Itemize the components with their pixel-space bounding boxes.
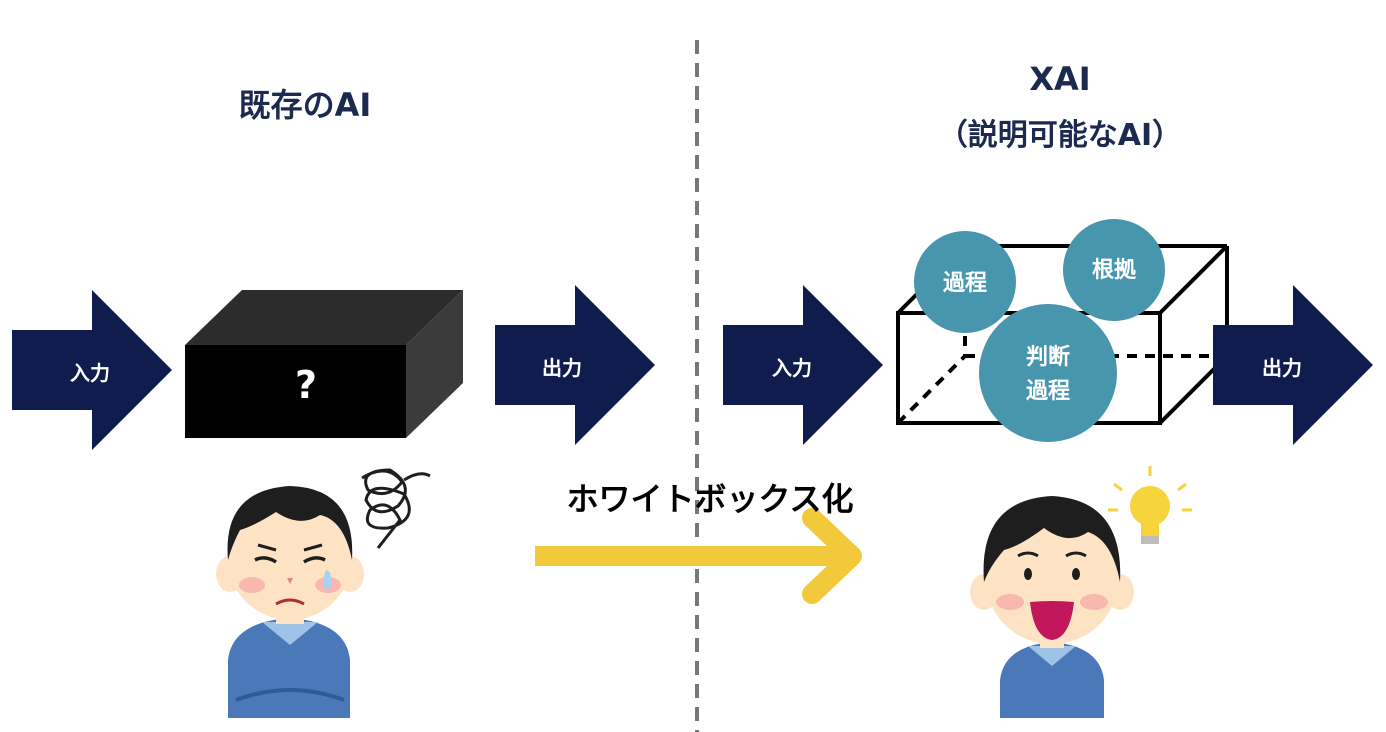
right-output-arrow	[1213, 285, 1373, 445]
bubble-basis-label: 根拠	[1091, 258, 1136, 283]
transition-arrow	[535, 508, 862, 604]
bubble-judgment	[979, 304, 1117, 442]
right-input-arrow	[723, 285, 883, 445]
left-input-label: 入力	[70, 361, 110, 385]
left-output-label: 出力	[542, 356, 582, 380]
left-input-arrow	[12, 290, 172, 450]
transition-label: ホワイトボックス化	[566, 480, 854, 518]
left-output-arrow	[495, 285, 655, 445]
right-input-label: 入力	[772, 356, 812, 380]
box-question-mark: ?	[294, 363, 318, 407]
left-title: 既存のAI	[238, 86, 372, 124]
bubble-process	[914, 231, 1016, 333]
bubble-process-label: 過程	[942, 271, 987, 296]
bubble-judgment-label-line2: 過程	[1025, 379, 1070, 404]
bubble-basis	[1063, 219, 1165, 321]
bubble-judgment-label-line1: 判断	[1025, 345, 1070, 370]
right-title-line1: XAI	[1029, 60, 1091, 98]
happy-person-illustration	[970, 466, 1192, 718]
right-output-label: 出力	[1262, 356, 1302, 380]
black-box	[185, 290, 463, 438]
right-title-line2: （説明可能なAI）	[937, 118, 1183, 153]
confused-person-illustration	[216, 468, 431, 718]
